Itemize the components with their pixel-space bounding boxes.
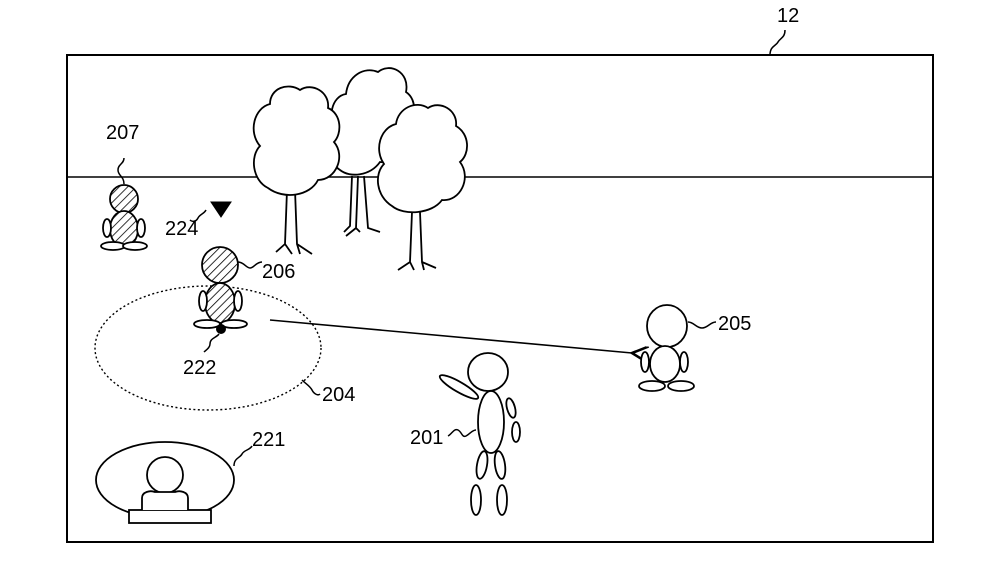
label-npc-205: 205 [718, 313, 751, 335]
player-201 [438, 352, 521, 516]
marker-dot-icon [216, 324, 226, 334]
leader-line-205 [687, 321, 717, 329]
label-npc-207: 207 [106, 122, 139, 144]
tree-left [252, 85, 341, 255]
label-npc-206: 206 [262, 261, 295, 283]
tree-group [252, 67, 468, 271]
leader-line-204 [301, 379, 321, 396]
leader-line-206 [237, 261, 263, 269]
triangle-marker-icon [210, 201, 232, 218]
range-ellipse [94, 285, 322, 411]
label-marker: 222 [183, 357, 216, 379]
leader-line-12 [769, 29, 786, 56]
face-icon-221 [95, 441, 235, 524]
npc-207 [100, 184, 148, 251]
leader-line-221 [233, 445, 253, 467]
label-triangle-marker: 224 [165, 218, 198, 240]
movement-arrow [269, 319, 632, 353]
leader-line-222 [203, 333, 220, 353]
label-face-icon: 221 [252, 429, 285, 451]
leader-line-207 [117, 157, 125, 185]
label-range: 204 [322, 384, 355, 406]
tree-right [377, 103, 468, 271]
label-screen: 12 [777, 5, 799, 27]
display-screen-frame [66, 54, 934, 543]
label-player: 201 [410, 427, 443, 449]
leader-line-224 [189, 209, 207, 223]
npc-205 [638, 304, 695, 392]
leader-line-201 [447, 428, 477, 438]
npc-206 [193, 246, 248, 329]
